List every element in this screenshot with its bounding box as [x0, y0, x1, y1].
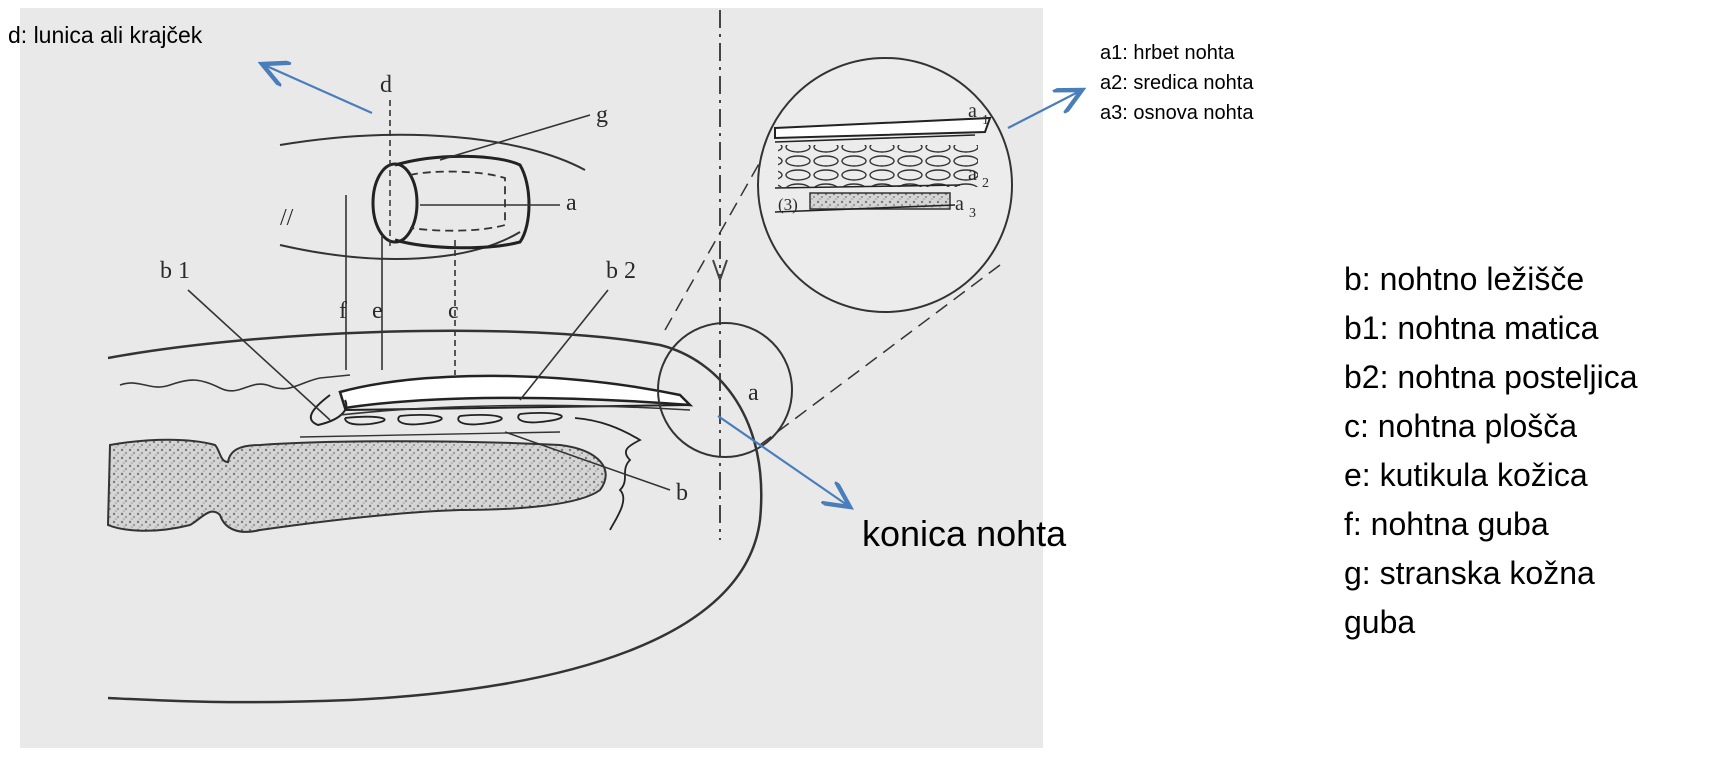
legend-g: g: stranska kožna — [1344, 555, 1595, 591]
leader-b2 — [519, 289, 609, 401]
dermis-wavy-line — [119, 374, 351, 392]
label-b: b — [676, 480, 688, 506]
legend-c: c: nohtna plošča — [1344, 408, 1578, 444]
legend-b: b: nohtno ležišče — [1344, 261, 1585, 297]
leader-b1 — [187, 289, 331, 421]
nail-bed-ridges — [344, 412, 642, 531]
arrow-tip — [717, 415, 850, 507]
zoom-line-lower — [759, 264, 1001, 446]
label-a2-sub: 2 — [982, 176, 989, 191]
finger-outline — [107, 329, 763, 704]
label-b2: b 2 — [606, 258, 636, 284]
label-g: g — [596, 102, 608, 128]
legend-e: e: kutikula kožica — [1344, 457, 1588, 493]
label-a1: a — [968, 100, 977, 122]
nail-plate-side — [309, 374, 694, 427]
label-three: (3) — [778, 195, 798, 214]
distal-phalanx-bone — [106, 438, 607, 533]
label-d: d — [380, 72, 392, 98]
lunula-caption: d: lunica ali krajček — [8, 22, 203, 48]
top-view-skin-curve-lower — [279, 231, 521, 260]
label-a3-sub: 3 — [969, 206, 976, 221]
legend-g-cont: guba — [1344, 604, 1416, 640]
label-a3: a — [955, 193, 964, 215]
nail-parts-legend: b: nohtno ležišče b1: nohtna matica b2: … — [1344, 255, 1638, 647]
nail-layer-legend: a1: hrbet nohta a2: sredica nohta a3: os… — [1100, 38, 1253, 128]
label-b1: b 1 — [160, 258, 190, 284]
legend-f: f: nohtna guba — [1344, 506, 1549, 542]
label-e: e — [372, 298, 383, 324]
arrow-a-layers — [1007, 90, 1082, 129]
legend-a3: a3: osnova nohta — [1100, 102, 1254, 124]
arrow-lunula — [262, 64, 373, 115]
label-c: c — [448, 298, 459, 324]
leader-b-bed — [299, 431, 561, 438]
tip-circle — [657, 322, 793, 458]
zoomed-section — [757, 57, 1013, 313]
label-a2: a — [968, 163, 977, 185]
axis-arrow-head — [712, 259, 728, 284]
label-a: a — [566, 190, 577, 216]
label-a1-sub: 1 — [982, 113, 989, 128]
nail-tip-caption: konica nohta — [862, 513, 1067, 554]
legend-b2: b2: nohtna posteljica — [1344, 359, 1638, 395]
leader-g — [439, 114, 591, 161]
legend-a2: a2: sredica nohta — [1100, 72, 1254, 94]
parallel-mark: // — [280, 205, 294, 231]
legend-a1: a1: hrbet nohta — [1100, 42, 1235, 64]
label-a-circle: a — [748, 380, 759, 406]
top-view-skin-curve — [279, 133, 586, 171]
legend-b1: b1: nohtna matica — [1344, 310, 1599, 346]
leader-b — [504, 431, 671, 491]
label-f: f — [339, 298, 347, 324]
